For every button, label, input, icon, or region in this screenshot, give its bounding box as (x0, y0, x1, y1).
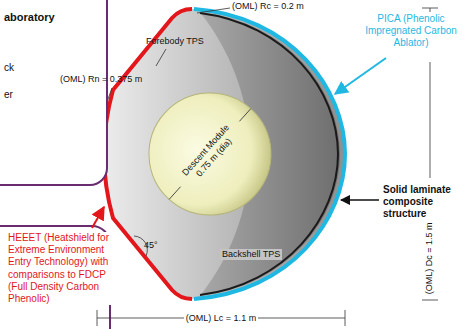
dimension-tick (97, 310, 98, 326)
callout-label: Solid laminate composite structure (383, 184, 453, 221)
diameter-line (169, 187, 180, 200)
callout-label: (OML) Lc = 1.1 m (184, 313, 258, 324)
sphere-shape (124, 68, 296, 240)
callout-label: (OML) Rc = 0.2 m (232, 1, 304, 12)
callout-label: Forebody TPS (146, 36, 204, 47)
info-panel: aboratory ck er (0, 0, 108, 186)
callout-arrow (341, 199, 379, 201)
leader-line (156, 49, 166, 66)
panel-text: ck (4, 62, 102, 74)
leader-line (197, 8, 230, 13)
dimension-line (430, 62, 431, 178)
callout-arrow (92, 207, 104, 228)
dimension-label: (OML) Dc = 1.5 m (425, 220, 436, 296)
callout-arrow (335, 58, 386, 94)
dimension-tick (422, 300, 438, 301)
panel-text: aboratory (4, 11, 102, 24)
capsule-body (104, 9, 345, 299)
callout-label: 45° (144, 240, 158, 251)
panel-text: er (4, 89, 102, 101)
callout-label: (OML) Rn = 0.375 m (60, 74, 142, 85)
dimension-line (430, 8, 431, 12)
callout-label: HEEET (Heatshield for Extreme Environmen… (6, 232, 122, 305)
descent-module: Descent Module 0.75 m (dia) (122, 66, 297, 241)
callout-label: Backshell TPS (220, 249, 282, 260)
diameter-line (239, 109, 250, 122)
dimension-tick (345, 310, 346, 326)
callout-label: PICA (Phenolic Impregnated Carbon Ablato… (360, 13, 462, 50)
